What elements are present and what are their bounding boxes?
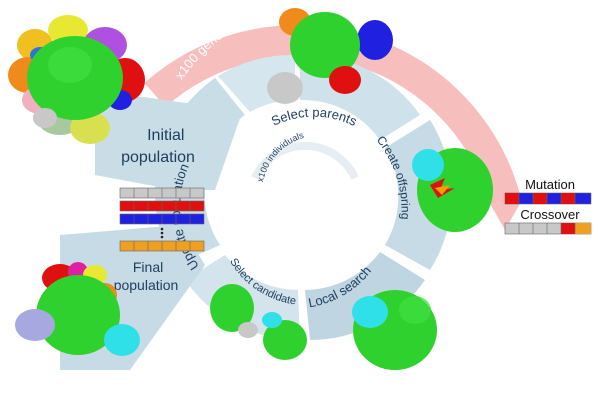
legend: Mutation Crossover xyxy=(504,177,592,235)
select-parents-protein-image xyxy=(267,8,393,104)
initial-population-label: Initial population xyxy=(121,127,195,166)
initial-population-protein-image xyxy=(8,15,145,144)
genome-blue xyxy=(119,213,205,225)
genome-red xyxy=(119,200,205,212)
final-population-label: Final population xyxy=(114,259,179,293)
genome-gray xyxy=(119,187,205,199)
population-genomes xyxy=(119,187,205,252)
genome-orange xyxy=(119,240,205,252)
crossover-genome xyxy=(504,222,592,235)
mutation-label: Mutation xyxy=(525,177,575,192)
final-population-protein-image xyxy=(15,262,140,356)
initial-band xyxy=(95,90,240,190)
ellipsis-dots xyxy=(160,227,164,239)
create-offspring-protein-image xyxy=(412,148,493,232)
mutation-genome xyxy=(504,192,592,205)
local-search-protein-image xyxy=(352,290,437,370)
crossover-label: Crossover xyxy=(520,207,580,222)
select-candidate-protein-image xyxy=(210,284,307,360)
